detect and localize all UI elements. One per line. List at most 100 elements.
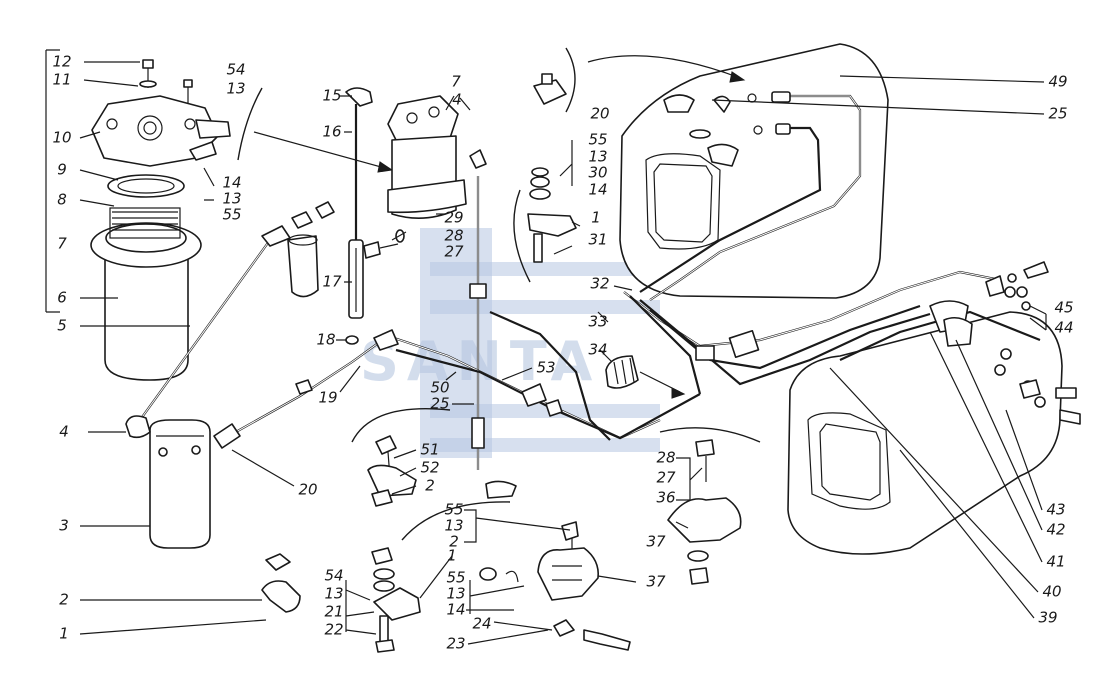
- crossover-pipe-3: [639, 299, 931, 386]
- callout-21: 21: [324, 602, 344, 621]
- callout-14: 14: [588, 180, 608, 199]
- callout-13: 13: [588, 147, 608, 166]
- clip-assembly-upper: [513, 167, 577, 283]
- mesh-lines: [112, 211, 178, 231]
- callout-52: 52: [420, 458, 440, 477]
- callout-27: 27: [656, 468, 676, 487]
- clamp-lower-center: [351, 407, 451, 507]
- fuel-filter-assembly: [90, 59, 231, 381]
- callout-22: 22: [324, 620, 344, 639]
- pipe-clip-bottom: [485, 480, 517, 499]
- callout-41: 41: [1046, 552, 1066, 571]
- bolt-right: [1055, 387, 1077, 399]
- filter-housing: [104, 257, 189, 381]
- callout-10: 10: [52, 128, 72, 147]
- watermark-bar: [430, 404, 660, 418]
- callout-13: 13: [324, 584, 344, 603]
- clamp-37-right: [659, 427, 761, 585]
- callout-50: 50: [430, 378, 450, 397]
- callout-23: 23: [446, 634, 466, 653]
- watermark-bar: [430, 300, 660, 314]
- bolt-28b: [695, 439, 715, 457]
- callout-44: 44: [1054, 318, 1074, 337]
- callout-40: 40: [1042, 582, 1062, 601]
- clamp-bottom-center: [371, 501, 511, 653]
- callout-8: 8: [57, 190, 67, 209]
- callout-36: 36: [656, 488, 676, 507]
- callout-28: 28: [656, 448, 676, 467]
- callout-37: 37: [646, 532, 666, 551]
- bolt-51: [375, 435, 397, 455]
- bolt-12: [142, 59, 154, 69]
- bolt-28: [363, 241, 381, 259]
- filter-shield: [149, 419, 211, 549]
- bolt-45: [1023, 261, 1049, 279]
- callout-37: 37: [646, 572, 666, 591]
- tank-body-49: [619, 43, 889, 299]
- filter-element-mesh: [109, 207, 181, 239]
- callout-12: 12: [52, 52, 72, 71]
- callout-13: 13: [222, 189, 242, 208]
- callout-14: 14: [446, 600, 466, 619]
- pipe-clamp-53: [521, 383, 547, 407]
- callout-18: 18: [316, 330, 336, 349]
- small-filter: [287, 235, 319, 298]
- callout-32: 32: [590, 274, 610, 293]
- fuel-pump-unit: [363, 95, 467, 259]
- pipe-nut-top: [261, 225, 291, 247]
- tank-body-39: [787, 311, 1063, 555]
- callout-19: 19: [318, 388, 338, 407]
- callout-53: 53: [536, 358, 556, 377]
- callout-28: 28: [444, 226, 464, 245]
- callout-54: 54: [324, 566, 344, 585]
- bolt-23: [583, 629, 631, 651]
- callout-45: 45: [1054, 298, 1074, 317]
- filter-outlet-fitting: [195, 119, 231, 139]
- callout-51: 51: [420, 440, 440, 459]
- callout-20: 20: [298, 480, 318, 499]
- nut-2: [265, 553, 291, 571]
- callout-30: 30: [588, 163, 608, 182]
- leader-lines: [45, 49, 1047, 645]
- callout-39: 39: [1038, 608, 1058, 627]
- fuel-tank-lower: [787, 261, 1081, 555]
- callout-11: 11: [52, 70, 72, 89]
- bracket-37b: [667, 497, 742, 543]
- tank-pipe-b: [639, 126, 822, 293]
- callout-7: 7: [57, 234, 67, 253]
- callout-43: 43: [1046, 500, 1066, 519]
- arrow-to-filter-pump: [253, 131, 393, 171]
- callout-55: 55: [588, 130, 608, 149]
- fitting-14: [189, 141, 217, 161]
- fuel-tank-upper: [619, 43, 889, 301]
- callout-34: 34: [588, 340, 608, 359]
- tank-cap: [663, 94, 695, 113]
- callout-4: 4: [59, 422, 69, 441]
- tank-window-lower: [807, 412, 891, 510]
- callout-9: 9: [57, 160, 67, 179]
- callout-25: 25: [430, 394, 450, 413]
- callout-55: 55: [446, 568, 466, 587]
- callout-2: 2: [59, 590, 69, 609]
- pipe-junction: [605, 270, 1001, 399]
- elbow-15: [345, 87, 373, 107]
- drain-hose: [345, 87, 373, 345]
- callout-55: 55: [444, 500, 464, 519]
- crossover-pipe-2: [649, 304, 921, 370]
- callout-31: 31: [588, 230, 608, 249]
- callout-17: 17: [322, 272, 342, 291]
- callout-25: 25: [1048, 104, 1068, 123]
- callout-13: 13: [446, 584, 466, 603]
- nut-2b: [371, 489, 393, 507]
- bracket-37a: [537, 547, 600, 601]
- banjo-fitting-4: [125, 415, 151, 439]
- callout-2: 2: [425, 476, 435, 495]
- callout-1: 1: [59, 624, 69, 643]
- pipe-33: [489, 310, 611, 441]
- clip-1-bottom: [373, 587, 421, 621]
- clamp-left-bottom: [261, 553, 301, 613]
- callout-42: 42: [1046, 520, 1066, 539]
- fitting-20-top: [533, 47, 746, 113]
- callout-5: 5: [57, 316, 67, 335]
